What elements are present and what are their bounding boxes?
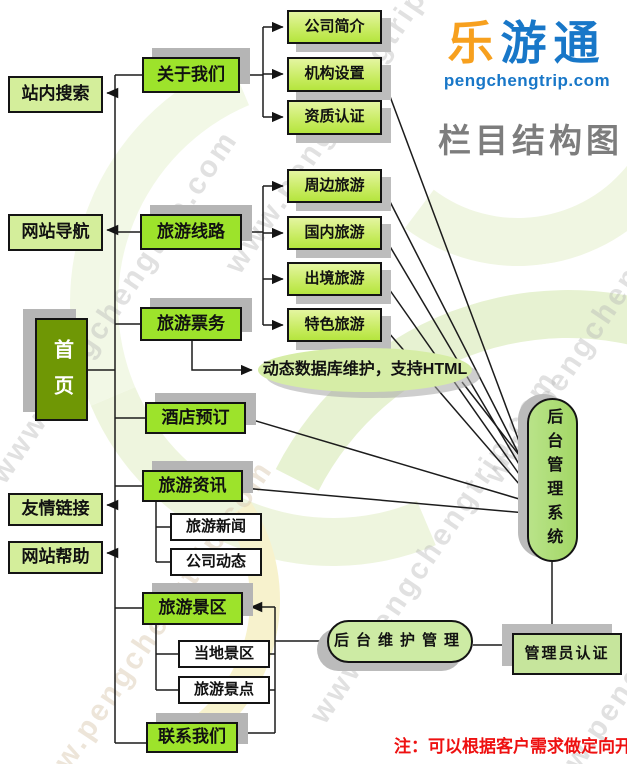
logo-domain-text: pengchengtrip.com [443,70,611,90]
logo-char-orange: 乐 [447,17,501,69]
node-scenic-areas: 旅游景区 [142,592,243,625]
node-special-travel: 特色旅游 [287,308,382,342]
site-logo: 乐游通 pengchengtrip.com [432,18,622,91]
node-admin-auth: 管理员认证 [512,633,622,675]
node-site-help: 网站帮助 [8,541,103,574]
node-company-profile: 公司简介 [287,10,382,44]
node-company-news: 公司动态 [170,548,262,576]
node-outbound-travel: 出境旅游 [287,262,382,296]
node-dynamic-db: 动态数据库维护，支持HTML [258,348,472,392]
node-site-search: 站内搜索 [8,76,103,113]
node-travel-info: 旅游资讯 [142,470,243,502]
node-site-nav: 网站导航 [8,214,103,251]
node-travel-tickets: 旅游票务 [140,307,242,341]
node-travel-news: 旅游新闻 [170,513,262,541]
node-friend-links: 友情链接 [8,493,103,526]
node-home: 首页 [35,318,88,421]
node-scenic-spots: 旅游景点 [178,676,270,704]
node-org-structure: 机构设置 [287,57,382,92]
page-title: 栏目结构图 [438,122,623,159]
node-local-scenic: 当地景区 [178,640,270,668]
node-domestic-travel: 国内旅游 [287,216,382,250]
node-backend-system: 后台管理系统 [527,398,578,562]
node-backend-maintenance: 后台维护管理 [327,620,473,663]
node-contact-us: 联系我们 [146,722,238,753]
node-hotel-booking: 酒店预订 [145,402,246,434]
node-travel-routes: 旅游线路 [140,214,242,250]
node-nearby-travel: 周边旅游 [287,169,382,203]
logo-wordmark: 乐游通 [432,18,622,69]
logo-chars-blue: 游通 [500,17,607,69]
footnote-text: 注：可以根据客户需求做定向开发 [394,737,627,756]
node-about-us: 关于我们 [142,57,240,93]
node-qualification: 资质认证 [287,100,382,135]
